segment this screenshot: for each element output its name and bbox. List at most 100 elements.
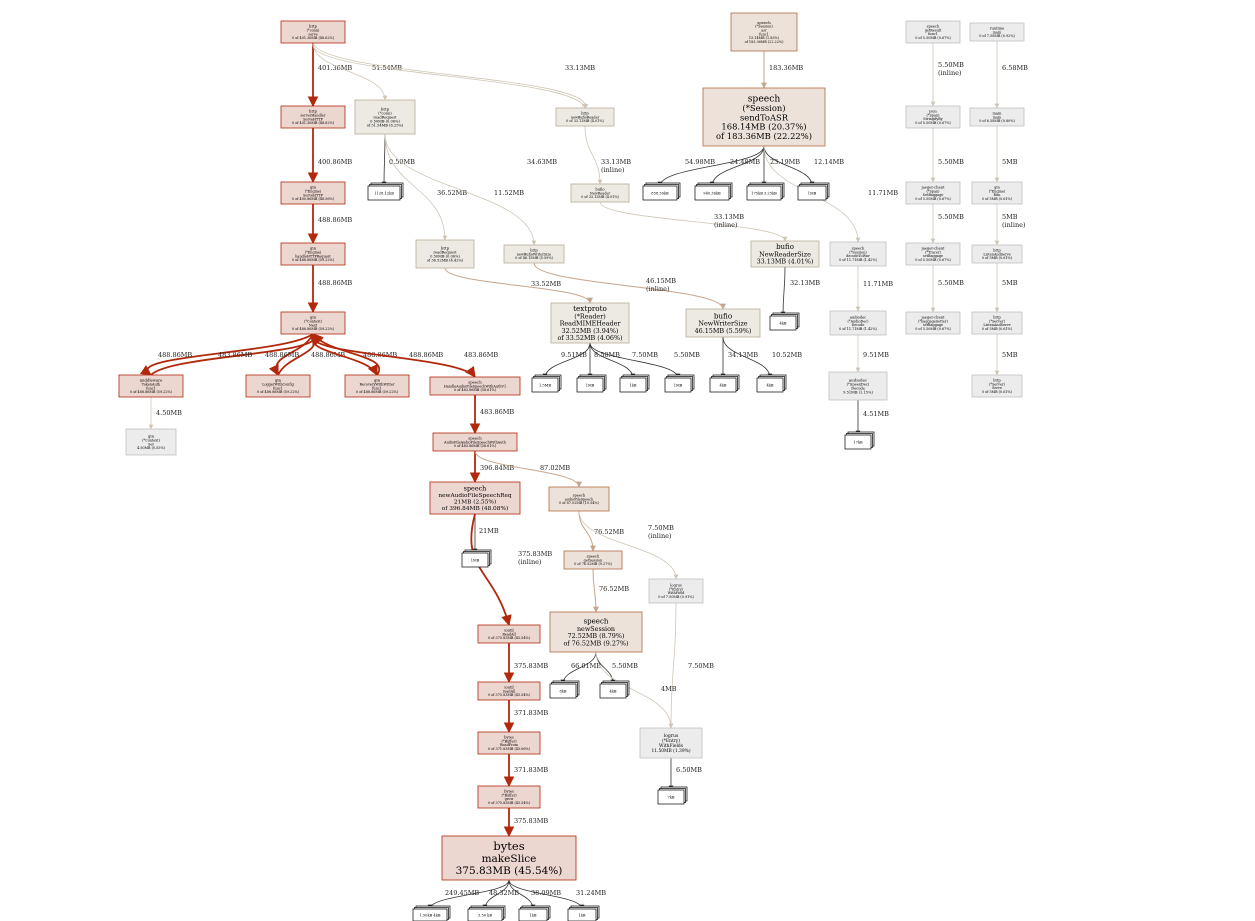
node-label-line: 0 of 7.58MB (0.92%) [979,34,1015,38]
leaf-l-asr3[interactable]: 175kB 3.25kB [746,182,785,201]
leaf-l-mime2[interactable]: 1MB [576,374,607,393]
leaf-l-mime1[interactable]: 1.5MB [531,374,562,393]
leaf-l-newreq[interactable]: 1MB [461,549,492,568]
leaf-l-make2[interactable]: 3.50 kB [467,905,506,921]
edge-label-e26: 6.50MB [676,766,702,774]
edge-e40 [444,267,593,304]
edge-label-e36: 0.50MB [389,158,415,166]
node-label-line: logrus [664,733,679,739]
node-jaeger-baggage[interactable]: jaeger-client(*baggageSetter)setBaggage0… [905,311,961,335]
leaf-l-writer2[interactable]: 4kB [756,374,787,393]
node-label-line: readRequest [373,115,397,119]
node-textproto-mime[interactable]: textproto(*Reader)ReadMIMEHeader32.52MB … [550,302,630,344]
leaf-label: 1kB [629,383,636,387]
node-box [750,240,820,268]
edge-label-e62: 5.50MB [938,158,964,166]
node-box [429,481,521,515]
leaf-l-make4[interactable]: 1kB [567,905,600,921]
leaf-l-logrus[interactable]: 7kB [657,786,688,805]
leaf-label: 1kB [578,913,585,917]
node-label-line: speech [468,435,482,440]
edge-label-e14: 483.86MB [480,408,514,416]
edge-label-e67-inline: (inline) [1002,221,1026,229]
leaf-l-asr2[interactable]: 940.36kB [694,182,733,201]
leaf-l-make3[interactable]: 1kB [518,905,551,921]
leaf-box [664,377,692,393]
leaf-l-sess2[interactable]: 4kB [599,680,630,699]
leaf-l-sess1[interactable]: 8kB [549,680,580,699]
leaf-l-mime3[interactable]: 1kB [619,374,650,393]
leaf-label: 1128.12kB [374,191,394,195]
leaf-l-asr4[interactable]: 1MB [797,182,830,201]
leaf-box [844,434,872,450]
node-label-line: 9.51MB (1.15%) [843,390,873,394]
edge-e31 [427,879,510,910]
node-label-line: (*Entry) [662,739,680,744]
leaf-box [576,377,604,393]
leaf-l-writer1[interactable]: 4kB [709,374,740,393]
node-label-line: gin [275,378,282,383]
node-label-line: of 183.36MB (22.22%) [745,40,785,44]
node-label-line: speech [748,93,781,104]
node-label-line: speech [573,493,586,497]
leaf-box [642,185,678,201]
edge-label-e44: 7.50MB [632,351,658,359]
leaf-l-mime4[interactable]: 1MB [664,374,695,393]
node-speech-audiofile[interactable]: speechAudioFileAudioFileSpeechWithAuth0 … [432,432,518,452]
node-label-line: http [530,248,538,252]
leaf-l-make1[interactable]: 1.50kB 4kB [412,905,451,921]
node-label-line: getSession [584,558,603,562]
node-label-line: 0 of 5MB (0.61%) [982,327,1013,331]
leaf-l-readreq[interactable]: 1128.12kB [367,182,404,201]
leaf-l-asr1[interactable]: 858.36kB [642,182,681,201]
node-label-line: newBufioReader [571,115,600,119]
leaf-l-reader[interactable]: 4kB [769,312,800,331]
edge-label-e37: 36.52MB [437,189,467,197]
leaf-l-speex[interactable]: 17kB [844,431,875,450]
node-label-line: audiodec [849,377,868,382]
